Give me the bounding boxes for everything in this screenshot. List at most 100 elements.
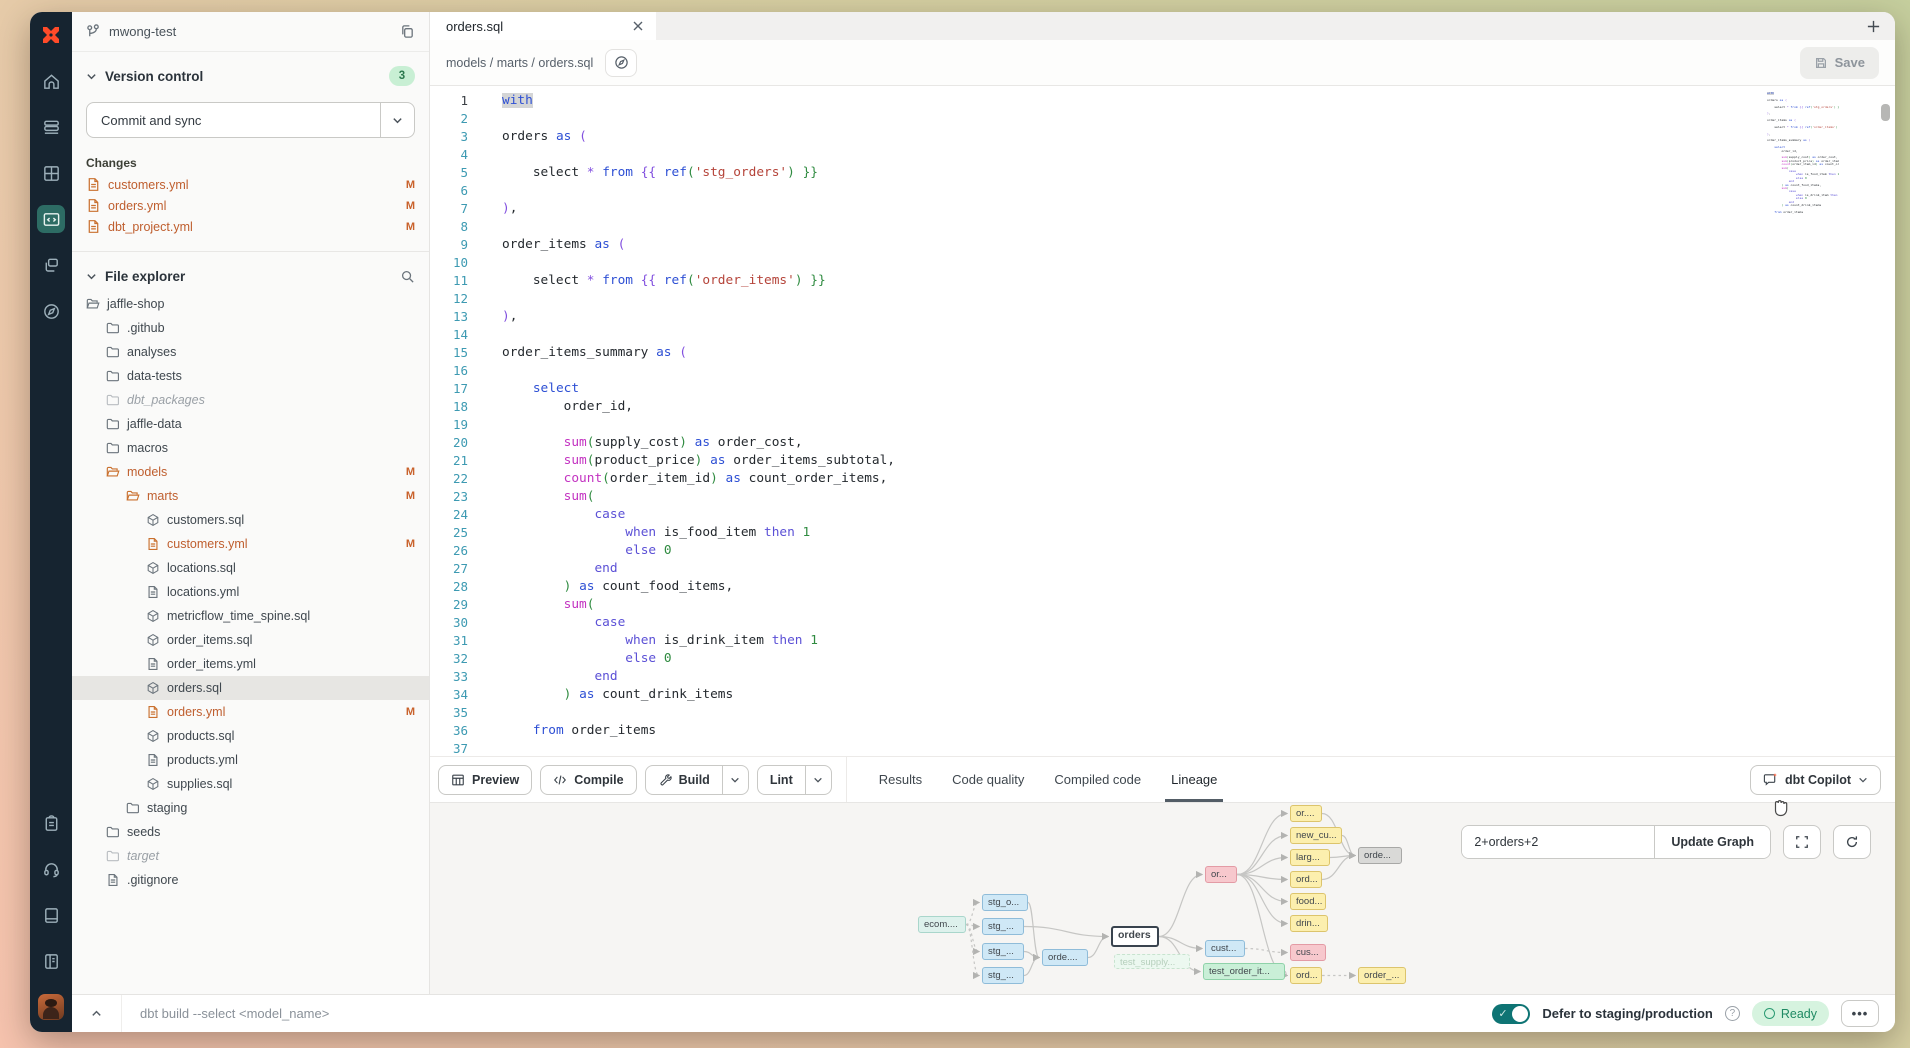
command-input[interactable]: dbt build --select <model_name> [122, 1006, 1492, 1021]
commit-options-chevron[interactable] [380, 103, 414, 137]
tree-item-products-sql[interactable]: products.sql [72, 724, 429, 748]
lineage-node-toi[interactable]: test_order_it... [1203, 963, 1285, 980]
tree-item-customers-sql[interactable]: customers.sql [72, 508, 429, 532]
sidebar-item-docs[interactable] [30, 892, 72, 938]
lineage-node-ecom[interactable]: ecom.... [918, 916, 966, 933]
sidebar-item-home[interactable] [30, 58, 72, 104]
user-avatar[interactable] [38, 994, 64, 1020]
info-icon[interactable]: ? [1725, 1006, 1740, 1021]
tab-orders-sql[interactable]: orders.sql [430, 12, 656, 40]
new-tab-button[interactable] [1851, 12, 1895, 40]
lineage-node-y4[interactable]: ord... [1290, 871, 1322, 888]
close-icon[interactable] [632, 20, 644, 32]
tree-item-dbt-packages[interactable]: dbt_packages [72, 388, 429, 412]
tree-item-supplies-sql[interactable]: supplies.sql [72, 772, 429, 796]
changed-file-row[interactable]: dbt_project.ymlM [72, 216, 429, 237]
explore-lineage-button[interactable] [605, 49, 637, 77]
sidebar-item-environments[interactable] [30, 104, 72, 150]
lineage-node-cusp[interactable]: cus... [1290, 944, 1326, 961]
commit-and-sync-button[interactable]: Commit and sync [86, 102, 415, 138]
expand-console-button[interactable] [72, 995, 122, 1032]
lineage-selector-input[interactable] [1462, 826, 1654, 858]
tree-item-jaffle-shop[interactable]: jaffle-shop [72, 292, 429, 316]
lineage-node-y7[interactable]: ord... [1290, 967, 1322, 984]
build-options-chevron[interactable] [722, 766, 748, 794]
sidebar-item-changelog[interactable] [30, 938, 72, 984]
tree-item-data-tests[interactable]: data-tests [72, 364, 429, 388]
tree-item-locations-yml[interactable]: locations.yml [72, 580, 429, 604]
tree-item-models[interactable]: modelsM [72, 460, 429, 484]
tree-item-metricflow-time-spine-sql[interactable]: metricflow_time_spine.sql [72, 604, 429, 628]
tree-item-seeds[interactable]: seeds [72, 820, 429, 844]
changed-file-row[interactable]: orders.ymlM [72, 195, 429, 216]
dbt-copilot-button[interactable]: dbt Copilot [1750, 765, 1881, 795]
compile-button[interactable]: Compile [540, 765, 636, 795]
more-options-button[interactable]: ••• [1841, 1000, 1879, 1027]
changed-file-row[interactable]: customers.ymlM [72, 174, 429, 195]
defer-toggle[interactable]: ✓ [1492, 1004, 1530, 1024]
version-control-header[interactable]: Version control 3 [72, 52, 429, 92]
tree-item-analyses[interactable]: analyses [72, 340, 429, 364]
build-button[interactable]: Build [645, 765, 749, 795]
sidebar-item-support[interactable] [30, 846, 72, 892]
tree-item-staging[interactable]: staging [72, 796, 429, 820]
sidebar-item-tasks[interactable] [30, 800, 72, 846]
lineage-panel[interactable]: Update Graph ecom....stg_ [430, 802, 1895, 994]
lineage-node-y3[interactable]: larg... [1290, 849, 1330, 866]
code-editor[interactable]: 1234567891011121314151617181920212223242… [430, 86, 1895, 756]
tree-item-order-items-sql[interactable]: order_items.sql [72, 628, 429, 652]
lineage-node-stg3[interactable]: stg_... [982, 943, 1024, 960]
tab-code-quality[interactable]: Code quality [952, 757, 1024, 802]
sidebar-item-orchestration[interactable] [30, 242, 72, 288]
tab-lineage[interactable]: Lineage [1171, 757, 1217, 802]
commit-and-sync-label[interactable]: Commit and sync [87, 103, 380, 137]
lint-button[interactable]: Lint [757, 765, 832, 795]
lineage-node-orders[interactable]: orders [1111, 926, 1159, 947]
breadcrumb: models / marts / orders.sql [446, 56, 593, 70]
minimap[interactable]: with orders as ( select * from {{ ref('s… [1767, 92, 1839, 217]
lineage-node-stg2[interactable]: stg_... [982, 918, 1024, 935]
sidebar-item-develop[interactable] [30, 196, 72, 242]
tab-results[interactable]: Results [879, 757, 922, 802]
lineage-node-y5[interactable]: food... [1290, 893, 1326, 910]
sidebar-item-apps[interactable] [30, 150, 72, 196]
save-button[interactable]: Save [1800, 47, 1879, 79]
tab-compiled-code[interactable]: Compiled code [1054, 757, 1141, 802]
preview-button[interactable]: Preview [438, 765, 532, 795]
tree-item-locations-sql[interactable]: locations.sql [72, 556, 429, 580]
lineage-node-oi[interactable]: orde.... [1042, 949, 1088, 966]
tree-item-order-items-yml[interactable]: order_items.yml [72, 652, 429, 676]
lineage-node-y2[interactable]: new_cu... [1290, 827, 1342, 844]
copy-icon[interactable] [400, 24, 415, 39]
version-control-title: Version control [105, 69, 203, 84]
search-icon[interactable] [400, 269, 415, 284]
lineage-node-ghost[interactable]: test_supply... [1114, 954, 1190, 969]
lineage-node-stg4[interactable]: stg_... [982, 967, 1024, 984]
lineage-node-y8[interactable]: order_... [1358, 967, 1406, 984]
fullscreen-icon[interactable] [1783, 825, 1821, 859]
lineage-node-gray[interactable]: orde... [1358, 847, 1402, 864]
lineage-node-orp[interactable]: or... [1205, 866, 1237, 883]
refresh-icon[interactable] [1833, 825, 1871, 859]
tree-item-target[interactable]: target [72, 844, 429, 868]
lint-options-chevron[interactable] [805, 766, 831, 794]
tree-item-macros[interactable]: macros [72, 436, 429, 460]
tree-item--github[interactable]: .github [72, 316, 429, 340]
update-graph-button[interactable]: Update Graph [1654, 826, 1770, 858]
lineage-node-y6[interactable]: drin... [1290, 915, 1328, 932]
editor-scrollbar[interactable] [1881, 104, 1890, 121]
tree-item-jaffle-data[interactable]: jaffle-data [72, 412, 429, 436]
dbt-logo-icon[interactable] [30, 12, 72, 58]
tree-item-products-yml[interactable]: products.yml [72, 748, 429, 772]
tree-item-orders-yml[interactable]: orders.ymlM [72, 700, 429, 724]
lineage-node-cust[interactable]: cust... [1205, 940, 1245, 957]
code-content[interactable]: with orders as ( select * from {{ ref('s… [484, 86, 1895, 756]
tree-item-customers-yml[interactable]: customers.ymlM [72, 532, 429, 556]
tree-item-orders-sql[interactable]: orders.sql [72, 676, 429, 700]
file-explorer-header[interactable]: File explorer [72, 252, 429, 292]
tree-item-marts[interactable]: martsM [72, 484, 429, 508]
lineage-node-y1[interactable]: or.... [1290, 805, 1322, 822]
lineage-node-stg1[interactable]: stg_o... [982, 894, 1028, 911]
tree-item--gitignore[interactable]: .gitignore [72, 868, 429, 892]
sidebar-item-explore[interactable] [30, 288, 72, 334]
